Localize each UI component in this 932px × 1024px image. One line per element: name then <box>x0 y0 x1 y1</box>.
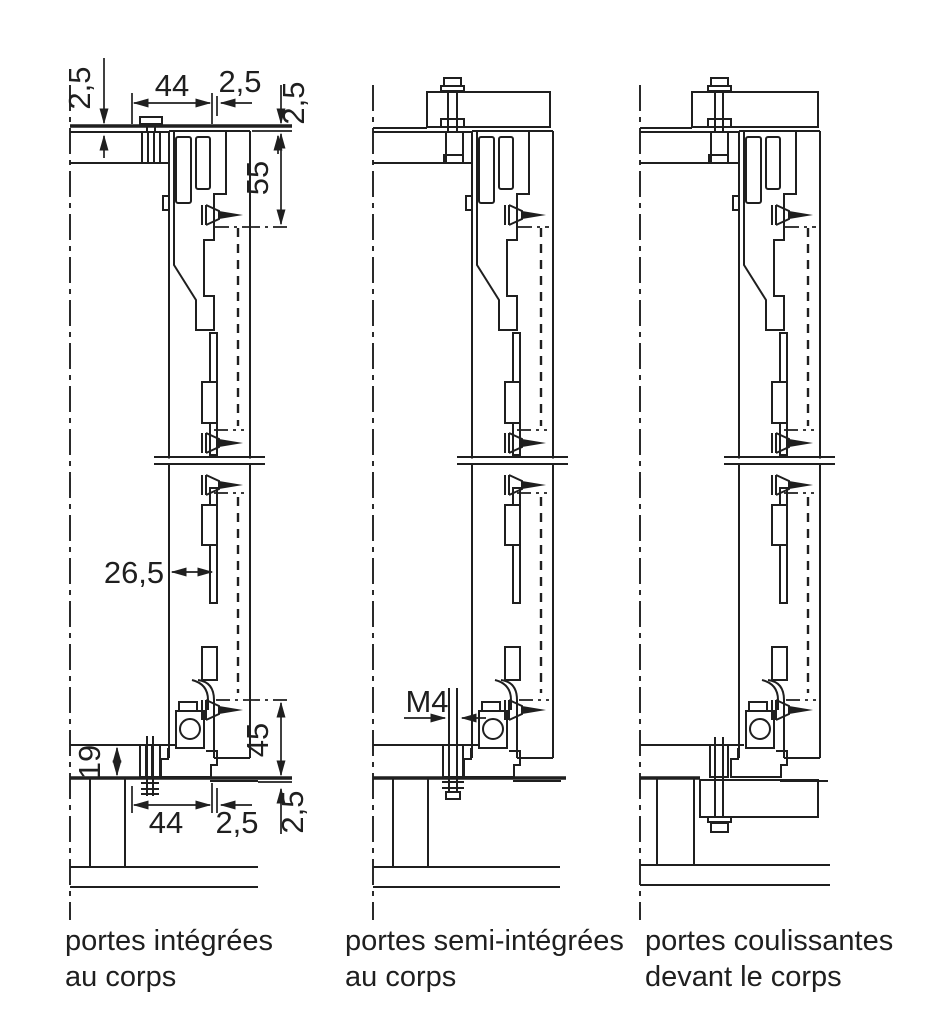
dim-top-door-offset: 2,5 <box>276 81 311 124</box>
dim-bottom-runner-height: 45 <box>240 723 275 757</box>
caption-middle-line1: portes semi-intégrées <box>345 925 624 957</box>
dim-mid-clearance: 26,5 <box>104 555 164 590</box>
dim-bottom-panel-thickness: 19 <box>72 745 107 779</box>
top-rail-block <box>691 91 819 128</box>
caption-middle-line2: au corps <box>345 961 456 993</box>
top-bushing <box>445 131 464 164</box>
drawing-portes-semi-integrees: M4 <box>372 77 575 920</box>
caption-right-line1: portes coulissantes <box>645 925 893 957</box>
captions: portes intégrées au corps portes semi-in… <box>65 925 893 993</box>
dimension-annotations-left: 2,5 44 2,5 2,5 55 26,5 19 45 <box>62 58 311 840</box>
caption-left-line2: au corps <box>65 961 176 993</box>
bottom-bushing <box>139 744 161 778</box>
drawing-portes-integrees: 2,5 44 2,5 2,5 55 26,5 19 45 <box>62 58 311 920</box>
bottom-bushing <box>442 744 464 778</box>
dim-screw-thread: M4 <box>405 684 448 719</box>
caption-left-line1: portes intégrées <box>65 925 273 957</box>
top-bushing <box>141 131 161 164</box>
bottom-bolt-head <box>710 822 729 833</box>
top-bolt-head <box>443 77 462 87</box>
dimension-annotation-m4: M4 <box>404 684 486 723</box>
top-bolt-head <box>710 77 729 87</box>
caption-right-line2: devant le corps <box>645 961 842 993</box>
bottom-bushing <box>709 744 729 778</box>
bottom-rail-block <box>699 779 819 818</box>
dim-top-door-gap: 2,5 <box>218 64 261 99</box>
dim-top-rail-offset: 2,5 <box>62 66 97 109</box>
top-bushing <box>710 131 729 164</box>
dim-bottom-door-gap: 2,5 <box>215 805 258 840</box>
top-screw-head <box>139 116 163 125</box>
dim-top-runner-height: 55 <box>240 161 275 195</box>
dim-top-rail-width: 44 <box>155 68 189 103</box>
dim-bottom-rail-offset: 2,5 <box>275 790 310 833</box>
drawing-portes-coulissantes <box>639 77 842 920</box>
top-rail-block <box>426 91 551 128</box>
dim-bottom-rail-width: 44 <box>149 805 183 840</box>
